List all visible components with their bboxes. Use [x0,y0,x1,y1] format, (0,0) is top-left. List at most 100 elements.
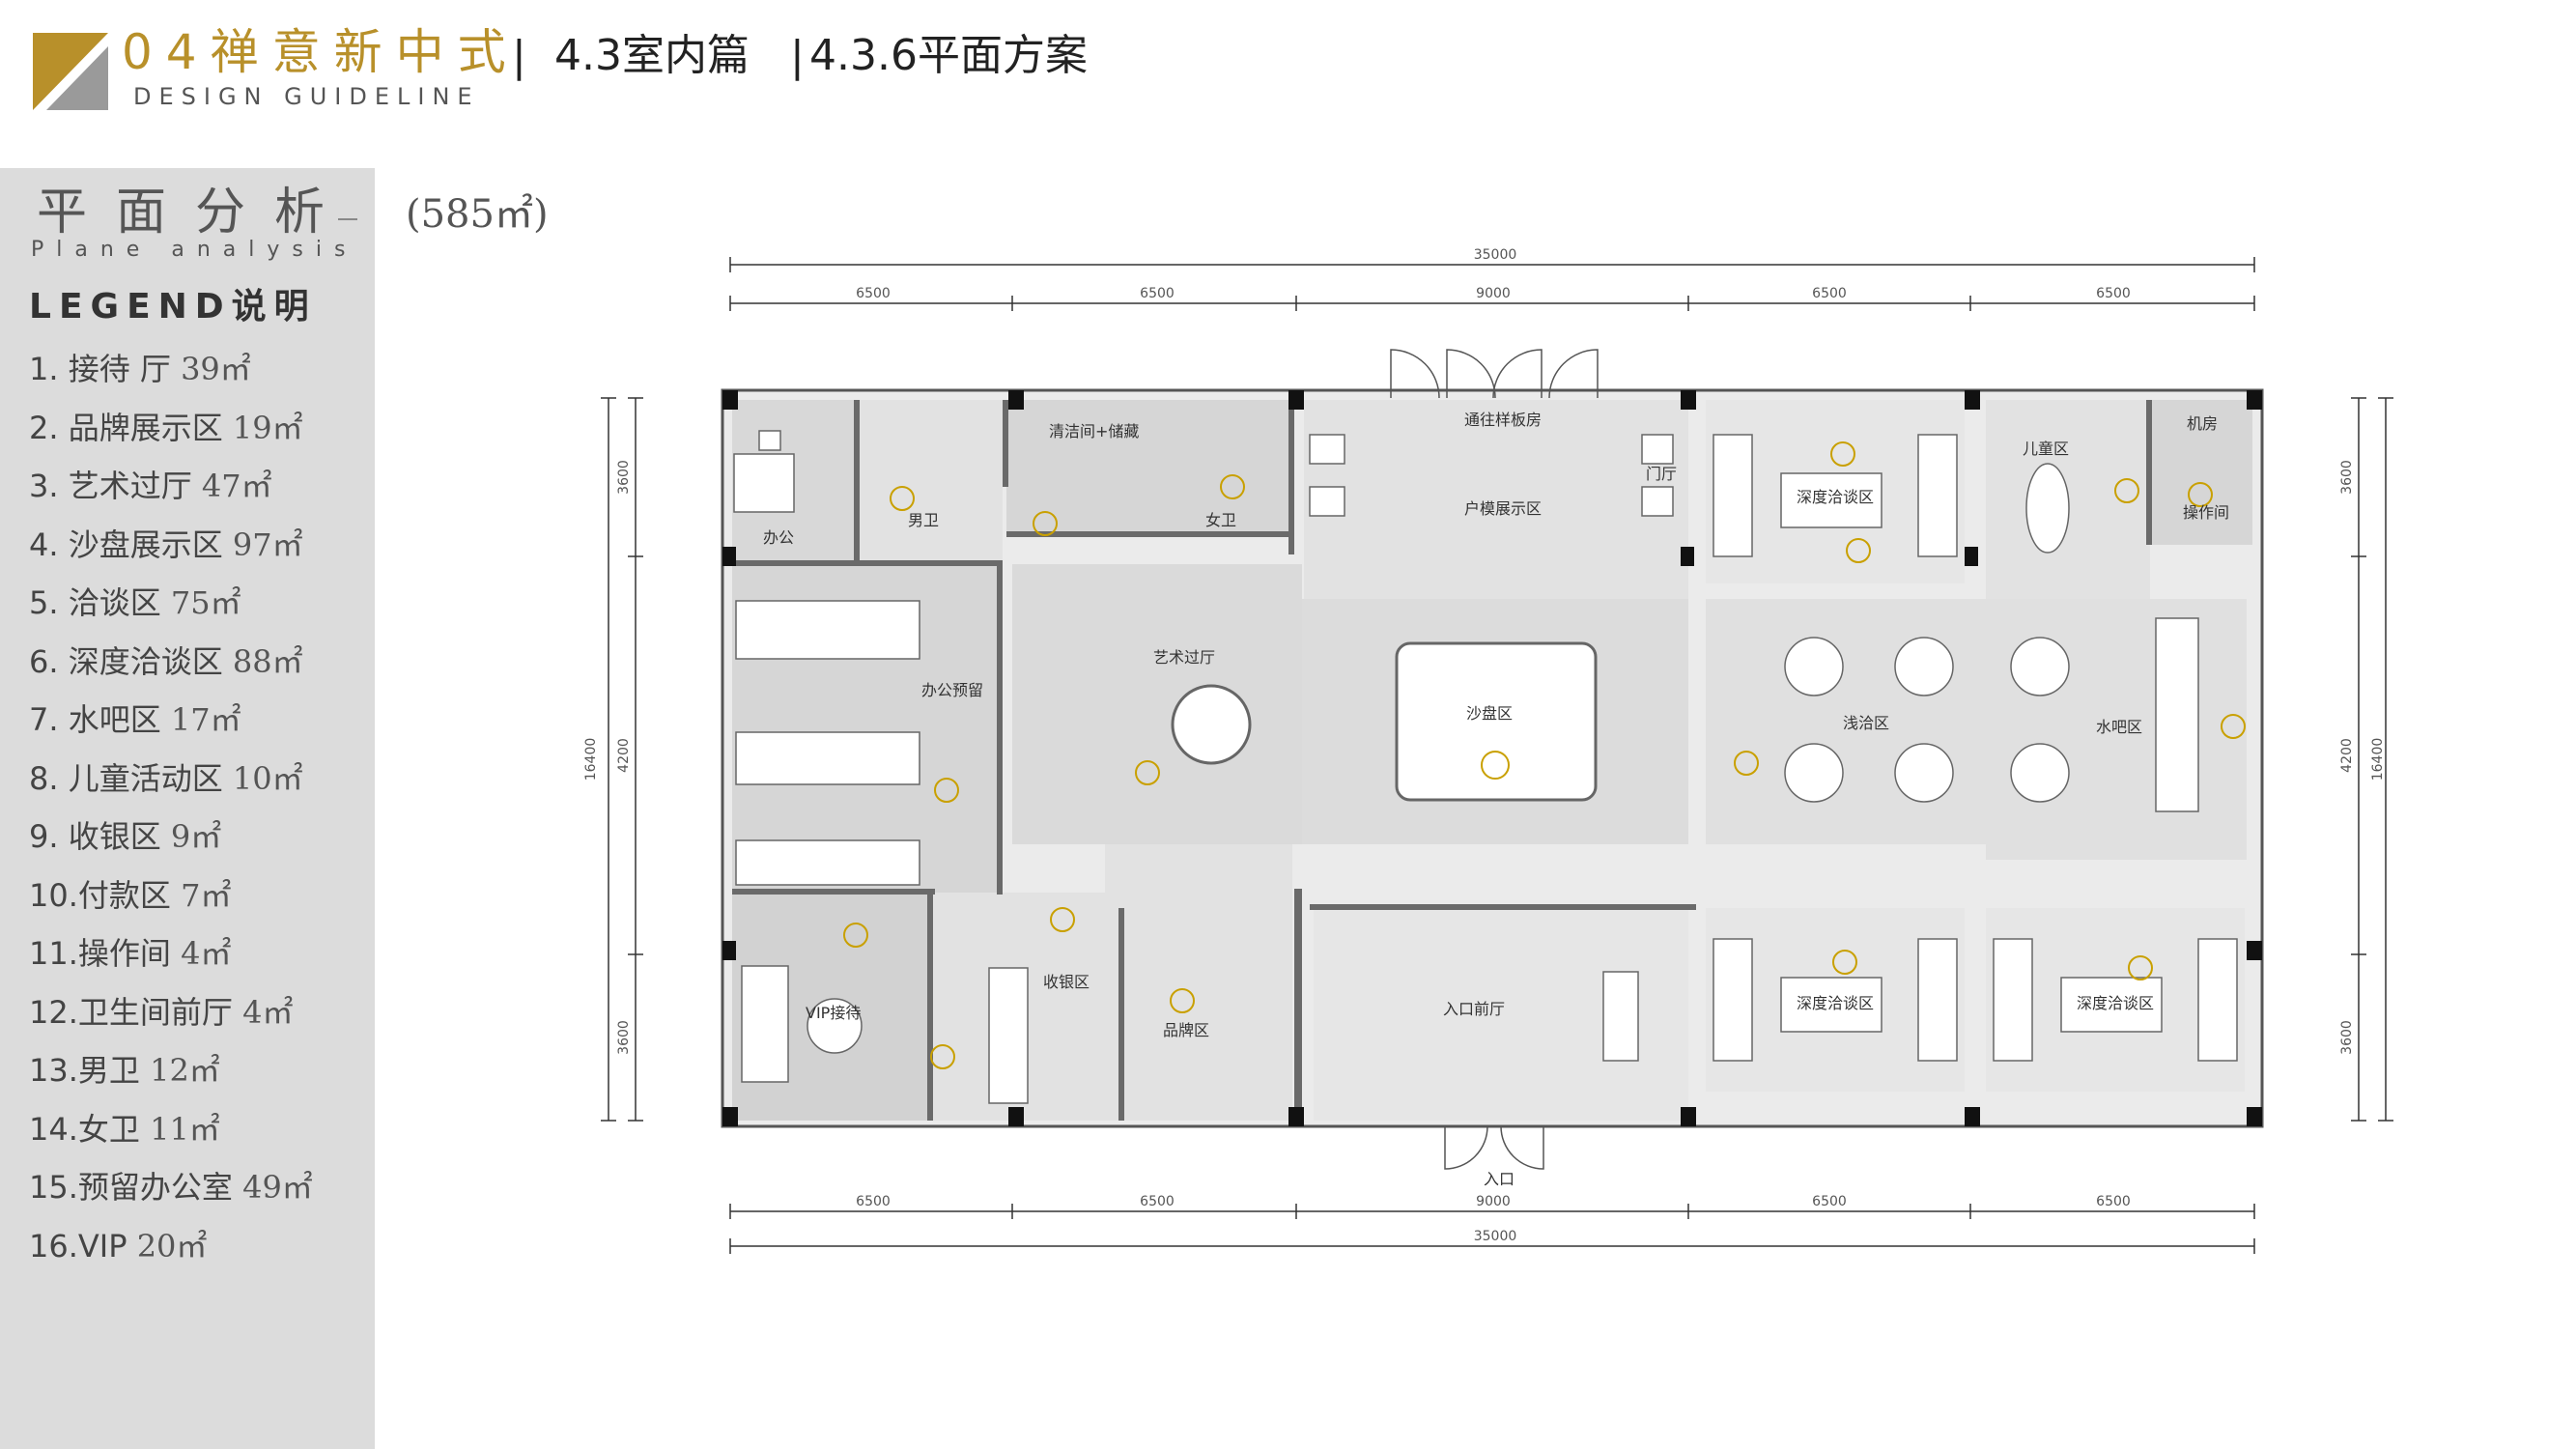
room-women-wc: 女卫 [1205,511,1236,529]
cashier-counter [988,967,1029,1104]
room-sand-table: 沙盘区 [1466,704,1513,723]
office-desk [733,453,795,513]
room-vip: VIP接待 [806,1004,861,1022]
header-separator: | [790,32,805,81]
legend-item-area: 39㎡ [181,351,251,387]
vip-table [807,998,863,1054]
sidebar-subtitle: Plane analysis [31,238,358,262]
legend-item-area: 10㎡ [232,759,303,797]
legend-item-area: 4㎡ [242,993,294,1031]
legend-item: 5. 洽谈区 75㎡ [29,583,313,642]
legend-item-label: 3. 艺术过厅 [29,468,192,504]
subsection-title: 4.3.6平面方案 [809,31,1088,80]
legend-item-area: 75㎡ [170,584,241,621]
legend-item-area: 49㎡ [242,1169,313,1206]
dim-total-bottom: 35000 [1474,1229,1517,1244]
dim-bottom: 6500 [856,1194,891,1209]
dim-bottom: 6500 [1812,1194,1847,1209]
legend-item: 6. 深度洽谈区 88㎡ [29,642,313,701]
sand-table [1395,641,1598,802]
dim-left: 4200 [616,738,632,773]
dim-right: 3600 [2339,1020,2355,1055]
legend-item: 1. 接待 厅 39㎡ [29,350,313,409]
room-deep-talk-2: 深度洽谈区 [1797,994,1874,1012]
room-cleaning: 清洁间+储藏 [1049,422,1139,440]
sidebar-title: 平面分析 [37,184,354,242]
legend-item-area: 11㎡ [150,1110,220,1148]
legend-item-label: 14.女卫 [29,1110,140,1148]
legend-item-label: 15.预留办公室 [29,1169,233,1206]
legend-item-area: 97㎡ [232,526,303,563]
legend-item-area: 12㎡ [150,1052,220,1089]
legend-item-label: 1. 接待 厅 [29,351,171,387]
legend-item-label: 13.男卫 [29,1052,140,1089]
display-table [1641,434,1674,465]
zone-machine [2150,400,2252,545]
brand-logo [33,33,108,110]
zone-service [1006,400,1288,537]
legend-item: 14.女卫 11㎡ [29,1110,313,1169]
brand-subtitle: DESIGN GUIDELINE [133,83,480,110]
sofa [1713,434,1753,557]
dim-top: 6500 [1812,286,1847,301]
coffee-table [1780,472,1882,528]
dim-top: 6500 [1140,286,1175,301]
dim-bottom: 9000 [1476,1194,1511,1209]
legend-item: 8. 儿童活动区 10㎡ [29,759,313,818]
sofa [1713,938,1753,1062]
walls [732,400,2152,1121]
display-table [1309,434,1345,465]
legend-item-area: 20㎡ [136,1227,208,1264]
legend-item-area: 88㎡ [232,642,303,680]
legend-item-label: 10.付款区 [29,876,171,914]
display-table [1309,486,1345,517]
doors [1390,349,1599,1170]
room-cashier: 收银区 [1043,973,1090,991]
display-table [1641,486,1674,517]
legend-item-area: 19㎡ [232,409,303,446]
vip-sofa [741,965,789,1083]
kids-table [2025,463,2070,554]
legend-item-label: 6. 深度洽谈区 [29,642,223,680]
legend-sidebar: 平面分析 Plane analysis LEGEND说明 1. 接待 厅 39㎡… [0,168,375,1449]
room-model-passage: 通往样板房 [1464,411,1542,429]
room-water-bar: 水吧区 [2096,718,2142,736]
room-door-label: 门厅 [1646,465,1677,483]
legend-item-label: 5. 洽谈区 [29,584,161,621]
legend-item: 10.付款区 7㎡ [29,876,313,935]
room-brand: 品牌区 [1163,1021,1209,1039]
bar-counter [2155,617,2199,812]
legend-item-area: 4㎡ [181,935,232,972]
dim-left: 3600 [616,460,632,495]
sofa [1993,938,2033,1062]
room-deep-talk-1: 深度洽谈区 [1797,488,1874,506]
work-desk [735,731,920,785]
legend-heading: LEGEND说明 [29,287,317,327]
legend-item: 7. 水吧区 17㎡ [29,700,313,759]
dim-right: 3600 [2339,460,2355,495]
legend-item-area: 7㎡ [181,876,232,914]
legend-item: 12.卫生间前厅 4㎡ [29,993,313,1052]
brand-title: 04禅意新中式 [122,24,520,80]
section-title: 4.3室内篇 [554,31,750,80]
legend-item: 4. 沙盘展示区 97㎡ [29,526,313,584]
dim-height-right: 16400 [2370,738,2386,781]
dim-top: 6500 [856,286,891,301]
room-casual-talk: 浅洽区 [1843,714,1889,732]
dim-bottom: 6500 [1140,1194,1175,1209]
dim-total-top: 35000 [1474,247,1517,263]
legend-item-area: 47㎡ [201,468,272,504]
coffee-table [2060,977,2163,1033]
legend-item-label: 12.卫生间前厅 [29,993,233,1031]
dimension-top [729,257,2255,311]
header-separator: | [512,32,526,81]
room-office: 办公 [763,528,794,547]
room-model-display: 户模展示区 [1464,499,1542,518]
legend-item: 16.VIP 20㎡ [29,1227,313,1286]
total-area: (585㎡) [406,192,549,237]
zone-men-wc [856,400,1003,564]
dim-top: 6500 [2096,286,2131,301]
sofa [1917,434,1958,557]
dim-left: 3600 [616,1020,632,1055]
